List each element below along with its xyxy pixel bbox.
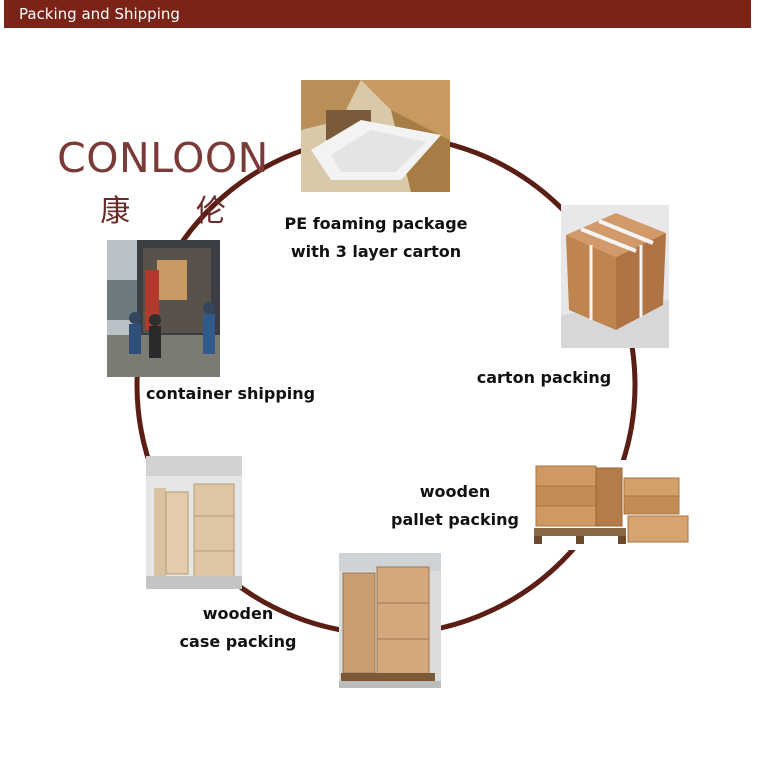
section-title: Packing and Shipping [19,5,180,23]
step-label-case: wooden case packing [168,600,308,656]
pallet-photo [528,460,694,550]
step-label-carton: carton packing [470,364,618,392]
container-photo [107,240,220,377]
step-label-line: pallet packing [391,510,519,529]
step-label-pe-foaming: PE foaming package with 3 layer carton [276,210,476,266]
step-label-line: wooden [419,482,491,501]
logo-text: CONLOON [57,134,269,182]
step-label-pallet: wooden pallet packing [390,478,520,534]
logo-chinese-text: 康 伦 [100,194,254,229]
step-label-line: case packing [179,632,297,651]
carton-photo [561,205,669,348]
pe-foaming-photo [301,80,450,192]
wooden-case-photo [339,553,441,688]
section-header: Packing and Shipping [4,0,751,28]
step-label-container: container shipping [146,380,316,408]
crates-photo [146,456,242,589]
step-label-line: PE foaming package [284,214,468,233]
step-label-line: container shipping [146,384,316,403]
step-label-line: with 3 layer carton [290,242,462,261]
brand-logo: CONLOON 康 伦 [52,136,274,230]
step-label-line: wooden [202,604,274,623]
step-label-line: carton packing [476,368,612,387]
